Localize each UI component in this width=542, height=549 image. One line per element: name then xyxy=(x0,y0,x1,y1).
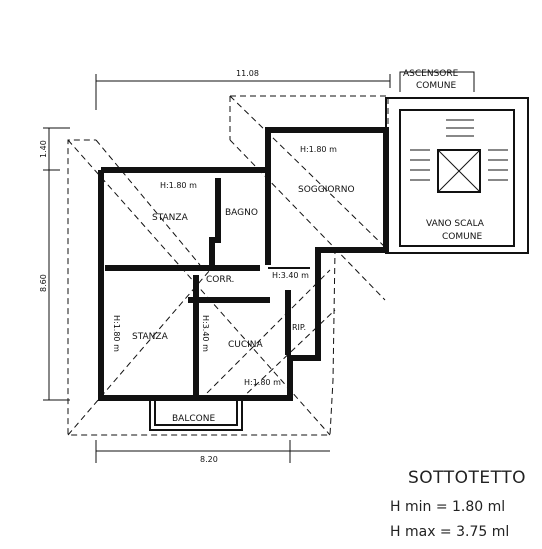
legend-h-min: H min = 1.80 ml xyxy=(390,499,505,515)
label-ascensore: ASCENSORE xyxy=(403,69,459,79)
label-stanza-top: STANZA xyxy=(152,213,189,223)
balcony xyxy=(149,398,243,431)
label-cucina-height-bottom: H:1.80 m xyxy=(244,378,281,387)
dim-left-top: 1.40 xyxy=(39,140,48,158)
interior-walls xyxy=(105,170,310,398)
label-stanza-top-height: H:1.80 m xyxy=(160,181,197,190)
label-vano-scala: VANO SCALA xyxy=(426,219,485,229)
dimension-lines: 11.08 1.40 8.60 8.20 xyxy=(39,69,391,464)
label-cucina-height-left: H:3.40 m xyxy=(201,315,210,352)
roof-projection xyxy=(67,95,389,436)
label-rip: RIP. xyxy=(292,323,306,332)
label-stanza-left-height: H:1.80 m xyxy=(112,315,121,352)
legend: SOTTOTETTO H min = 1.80 ml H max = 3.75 … xyxy=(390,468,526,540)
dim-top-width: 11.08 xyxy=(236,69,259,78)
label-cucina: CUCINA xyxy=(228,340,264,350)
label-corr: CORR. xyxy=(206,275,234,285)
label-soggiorno: SOGGIORNO xyxy=(298,185,355,195)
label-comune-elevator: COMUNE xyxy=(416,81,456,91)
label-corr-height: H:3.40 m xyxy=(272,271,309,280)
label-stanza-left: STANZA xyxy=(132,332,169,342)
legend-h-max: H max = 3.75 ml xyxy=(390,524,509,540)
label-vano-comune: COMUNE xyxy=(442,232,482,242)
legend-title: SOTTOTETTO xyxy=(408,468,526,488)
dim-left-height: 8.60 xyxy=(39,274,48,292)
label-soggiorno-height: H:1.80 m xyxy=(300,145,337,154)
dim-bottom-width: 8.20 xyxy=(200,455,218,464)
label-balcone: BALCONE xyxy=(172,414,215,424)
stair-core xyxy=(385,71,529,254)
label-bagno: BAGNO xyxy=(225,208,258,218)
labels: ASCENSORE COMUNE H:1.80 m SOGGIORNO H:1.… xyxy=(112,69,485,424)
exterior-walls xyxy=(98,127,389,401)
